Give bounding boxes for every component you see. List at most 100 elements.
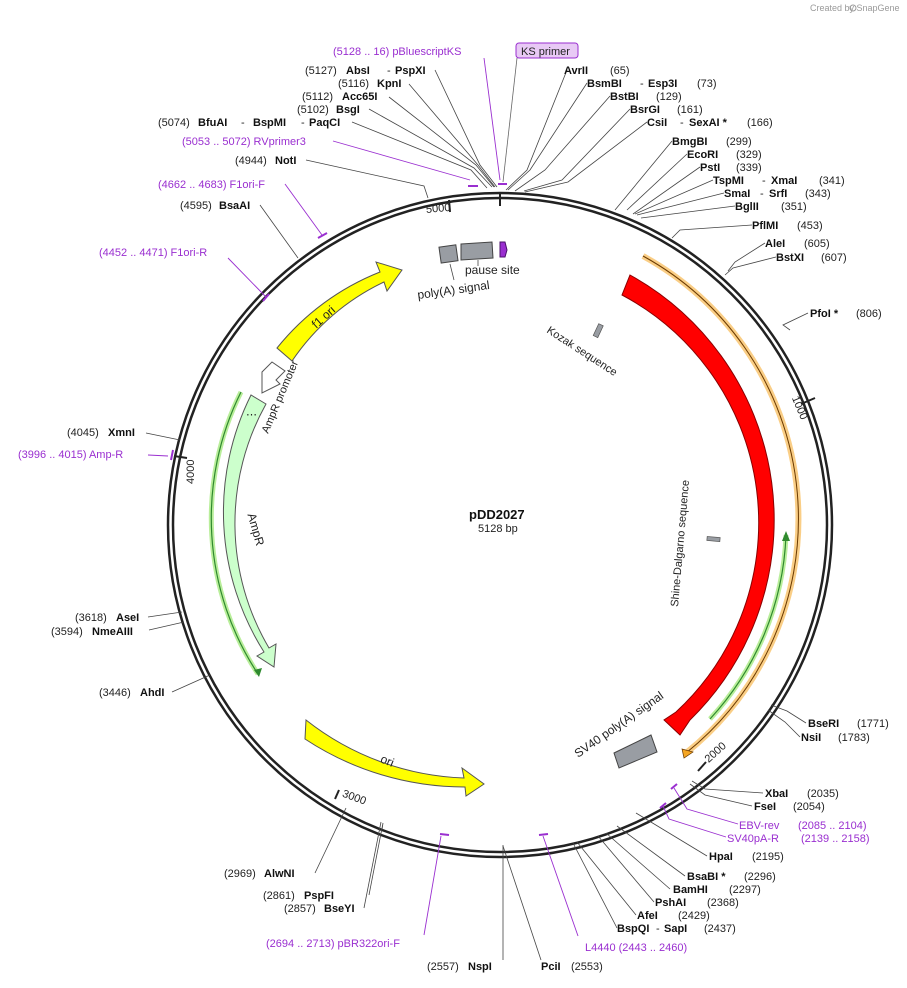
site-pos-s15: (2557) bbox=[427, 961, 459, 973]
site-name-s1[interactable]: AbsI bbox=[346, 65, 370, 77]
pause-site-feature[interactable] bbox=[460, 241, 494, 261]
site-name-r13[interactable]: AleI bbox=[765, 238, 785, 250]
site-pos-s9: (3618) bbox=[75, 612, 107, 624]
primer-amp-r[interactable]: (3996 .. 4015) Amp-R bbox=[18, 449, 123, 461]
site-name-r2[interactable]: BsmBI bbox=[587, 78, 622, 90]
orange-primer-line bbox=[642, 255, 799, 754]
polya-leader bbox=[449, 263, 455, 281]
site-sep2-s5: - bbox=[301, 117, 305, 129]
site-name-s2[interactable]: KpnI bbox=[377, 78, 401, 90]
primer-sv40pa-r[interactable]: SV40pA-R bbox=[727, 833, 779, 845]
primer-pbluescriptks[interactable]: (5128 .. 16) pBluescriptKS bbox=[333, 46, 461, 58]
f1-ori-feature[interactable] bbox=[276, 261, 403, 362]
site-name-s5[interactable]: BfuAI bbox=[198, 117, 227, 129]
site-pos-r12: (453) bbox=[797, 220, 823, 232]
kozak-feature[interactable] bbox=[592, 323, 604, 339]
site-pos-r23: (2368) bbox=[707, 897, 739, 909]
site-name-r4[interactable]: BsrGI bbox=[630, 104, 660, 116]
ampr-promoter-feature[interactable] bbox=[261, 361, 286, 394]
kozak-label: Kozak sequence bbox=[544, 324, 619, 378]
site-pos-s10: (3594) bbox=[51, 626, 83, 638]
site-name-r23[interactable]: PshAI bbox=[655, 897, 686, 909]
primer-f1ori-r[interactable]: (4452 .. 4471) F1ori-R bbox=[99, 247, 207, 259]
primer-mark-sv40pa bbox=[659, 802, 667, 809]
site-pos-r21: (2296) bbox=[744, 871, 776, 883]
site-sep-r25: - bbox=[656, 923, 660, 935]
site-name-r7[interactable]: EcoRI bbox=[687, 149, 718, 161]
site-name-s3[interactable]: Acc65I bbox=[342, 91, 377, 103]
primer-f1ori-f[interactable]: (4662 .. 4683) F1ori-F bbox=[158, 179, 265, 191]
site-name2-s1[interactable]: PspXI bbox=[395, 65, 426, 77]
site-name-s13[interactable]: PspFI bbox=[304, 890, 334, 902]
site-name2-r2[interactable]: Esp3I bbox=[648, 78, 677, 90]
site-sep-r2: - bbox=[640, 78, 644, 90]
site-name3-s5[interactable]: PaqCI bbox=[309, 117, 340, 129]
site-name-s15[interactable]: NspI bbox=[468, 961, 492, 973]
site-name-r10[interactable]: SmaI bbox=[724, 188, 750, 200]
ks-primer-label[interactable]: KS primer bbox=[521, 46, 570, 58]
ks-primer-box[interactable] bbox=[515, 42, 579, 59]
site-name-r6[interactable]: BmgBI bbox=[672, 136, 707, 148]
site-name-s16[interactable]: PciI bbox=[541, 961, 561, 973]
site-pos-r6: (299) bbox=[726, 136, 752, 148]
site-pos-s16: (2553) bbox=[571, 961, 603, 973]
site-name-r20[interactable]: HpaI bbox=[709, 851, 733, 863]
site-name-r1[interactable]: AvrII bbox=[564, 65, 588, 77]
site-name-r19[interactable]: FseI bbox=[754, 801, 776, 813]
ampr-feature[interactable] bbox=[222, 394, 277, 668]
site-name-r9[interactable]: TspMI bbox=[713, 175, 744, 187]
snapgene-logo-icon bbox=[849, 4, 857, 12]
primer-l4440[interactable]: L4440 (2443 .. 2460) bbox=[585, 942, 687, 954]
site-pos-s7: (4595) bbox=[180, 200, 212, 212]
ori-feature[interactable] bbox=[304, 719, 485, 797]
site-name-s8[interactable]: XmnI bbox=[108, 427, 135, 439]
site-name2-r10[interactable]: SrfI bbox=[769, 188, 787, 200]
site-name-r5[interactable]: CsiI bbox=[647, 117, 667, 129]
site-name-r16[interactable]: BseRI bbox=[808, 718, 839, 730]
site-pos-r19: (2054) bbox=[793, 801, 825, 813]
site-name-s10[interactable]: NmeAIII bbox=[92, 626, 133, 638]
site-name-s14[interactable]: BseYI bbox=[324, 903, 355, 915]
site-pos-r16: (1771) bbox=[857, 718, 889, 730]
primer-mark-l4440 bbox=[538, 833, 549, 836]
site-name2-r5[interactable]: SexAI * bbox=[689, 117, 728, 129]
site-name-s4[interactable]: BsgI bbox=[336, 104, 360, 116]
site-name-r22[interactable]: BamHI bbox=[673, 884, 708, 896]
site-name-r25[interactable]: BspQI bbox=[617, 923, 649, 935]
site-name-s12[interactable]: AlwNI bbox=[264, 868, 295, 880]
site-name-r24[interactable]: AfeI bbox=[637, 910, 658, 922]
site-pos-r5: (166) bbox=[747, 117, 773, 129]
site-name-r3[interactable]: BstBI bbox=[610, 91, 639, 103]
site-name2-r9[interactable]: XmaI bbox=[771, 175, 797, 187]
site-name-r8[interactable]: PstI bbox=[700, 162, 720, 174]
cbrluc-feature[interactable] bbox=[621, 274, 775, 736]
site-name2-s5[interactable]: BspMI bbox=[253, 117, 286, 129]
site-name-s11[interactable]: AhdI bbox=[140, 687, 164, 699]
site-name-r12[interactable]: PflMI bbox=[752, 220, 778, 232]
site-sep-r5: - bbox=[680, 117, 684, 129]
site-name2-r25[interactable]: SapI bbox=[664, 923, 687, 935]
site-pos-r1: (65) bbox=[610, 65, 630, 77]
primer-pbr322ori-f[interactable]: (2694 .. 2713) pBR322ori-F bbox=[266, 938, 400, 950]
primer-ebv-rev[interactable]: EBV-rev bbox=[739, 820, 780, 832]
polya-signal-feature[interactable] bbox=[438, 244, 459, 264]
site-name-s7[interactable]: BsaAI bbox=[219, 200, 250, 212]
primer-rvprimer3[interactable]: (5053 .. 5072) RVprimer3 bbox=[182, 136, 306, 148]
site-name-r14[interactable]: BstXI bbox=[776, 252, 804, 264]
site-name-r17[interactable]: NsiI bbox=[801, 732, 821, 744]
right-site-labels: AvrII (65) BsmBI - Esp3I (73) BstBI (129… bbox=[564, 65, 889, 935]
primer-marks bbox=[170, 183, 678, 836]
site-name-s6[interactable]: NotI bbox=[275, 155, 296, 167]
sv40-polya-feature[interactable] bbox=[613, 734, 658, 769]
site-name-r21[interactable]: BsaBI * bbox=[687, 871, 726, 883]
left-site-labels: (5127) AbsI - PspXI (5116) KpnI (5112) A… bbox=[51, 65, 603, 973]
ampr-dots: ⋯ bbox=[246, 409, 257, 421]
shine-dalgarno-feature[interactable] bbox=[706, 536, 721, 542]
site-name-s9[interactable]: AseI bbox=[116, 612, 139, 624]
green-primer-arrowhead-right bbox=[782, 531, 790, 541]
site-name-r11[interactable]: BglII bbox=[735, 201, 759, 213]
site-pos-s1: (5127) bbox=[305, 65, 337, 77]
site-name-r15[interactable]: PfoI * bbox=[810, 308, 839, 320]
site-name-r18[interactable]: XbaI bbox=[765, 788, 788, 800]
